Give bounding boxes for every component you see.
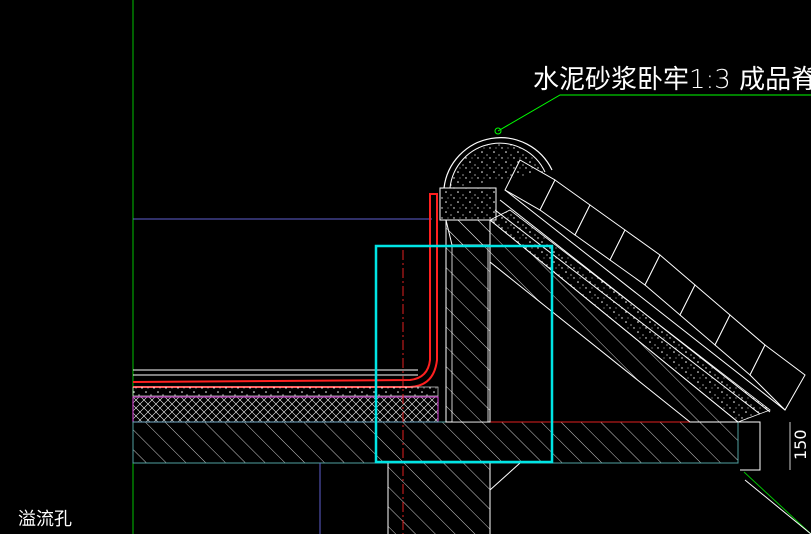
floor-layers	[132, 193, 439, 423]
dimension-150: 150	[791, 429, 810, 460]
annotation-text: 水泥砂浆卧牢1:3 成品脊	[533, 65, 811, 95]
mortar-bed	[489, 209, 771, 423]
ridge-cap	[439, 137, 553, 221]
insulation-layer	[132, 396, 439, 423]
roof-tiles	[494, 159, 806, 415]
eave-edge	[738, 421, 811, 534]
waterproof-layer	[132, 193, 438, 388]
leader-node	[494, 127, 502, 135]
selection-box[interactable]	[374, 244, 554, 464]
concrete-slab	[132, 421, 739, 464]
overflow-hole-label: 溢流孔	[18, 509, 72, 530]
annotation-leader	[497, 94, 811, 132]
